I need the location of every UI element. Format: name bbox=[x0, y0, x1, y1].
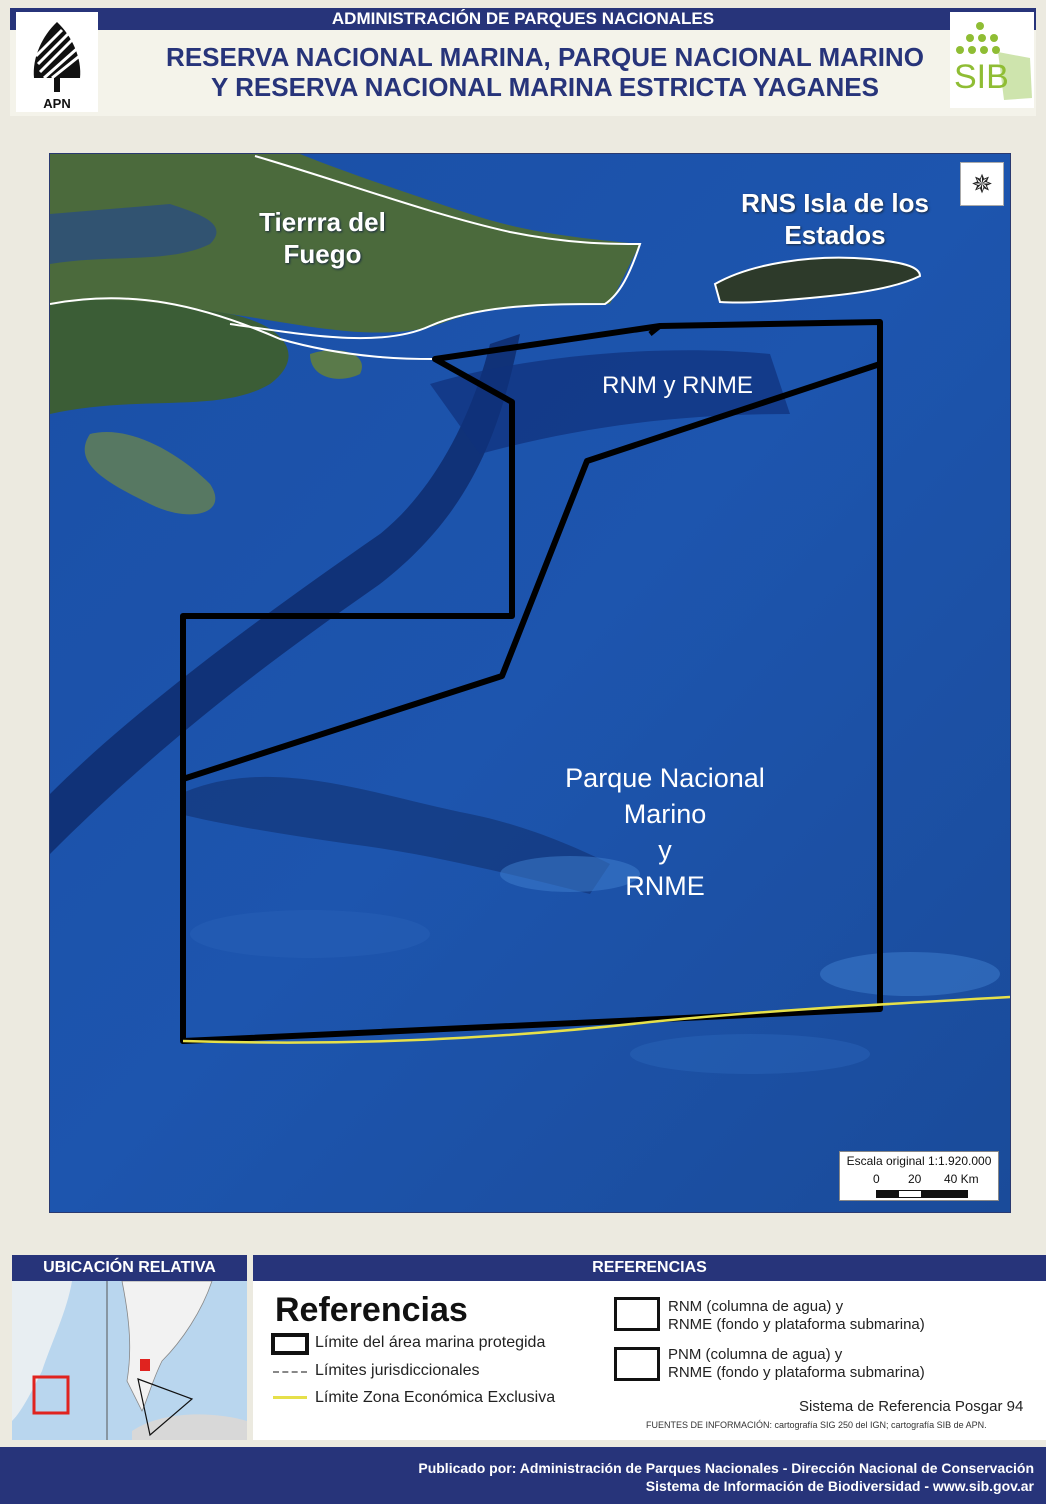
label-pnm-line3: y bbox=[658, 835, 672, 865]
label-pnm-line1: Parque Nacional bbox=[565, 763, 765, 793]
map-title-line2: Y RESERVA NACIONAL MARINA ESTRICTA YAGAN… bbox=[211, 72, 879, 102]
limit-label: Límite del área marina protegida bbox=[315, 1334, 546, 1351]
sib-logo-text: SIB bbox=[954, 58, 1009, 96]
shelf-patch bbox=[630, 1034, 870, 1074]
main-map[interactable]: Tierrra del Fuego RNS Isla de los Estado… bbox=[49, 153, 1011, 1213]
label-rnm-rnme: RNM y RNME bbox=[602, 372, 753, 399]
map-canvas bbox=[50, 154, 1010, 1212]
scale-tick-20: 20 bbox=[908, 1172, 922, 1186]
map-title-line1: RESERVA NACIONAL MARINA, PARQUE NACIONAL… bbox=[166, 42, 924, 72]
jurisdiction-symbol bbox=[273, 1371, 307, 1373]
tierra-del-fuego-land bbox=[50, 154, 640, 333]
scale-bar-box: Escala original 1:1.920.000 0 20 40 Km bbox=[839, 1151, 999, 1201]
scale-bar bbox=[876, 1190, 968, 1198]
sib-dots-icon bbox=[956, 22, 1032, 100]
boundary-notch bbox=[648, 324, 662, 336]
label-tierra-del-fuego-line1: Tierrra del bbox=[259, 207, 386, 237]
shelf-patch bbox=[820, 952, 1000, 996]
location-panel-title: UBICACIÓN RELATIVA bbox=[12, 1255, 247, 1281]
scale-tick-40: 40 Km bbox=[944, 1172, 979, 1186]
label-tierra-del-fuego: Tierrra del Fuego bbox=[200, 206, 445, 270]
references-panel-title: REFERENCIAS bbox=[253, 1255, 1046, 1281]
rnm-zone-label-line1: RNM (columna de agua) y bbox=[668, 1298, 844, 1315]
scale-title: Escala original 1:1.920.000 bbox=[846, 1154, 992, 1168]
compass-rose-icon: ✵ bbox=[960, 162, 1004, 206]
shelf-patch bbox=[190, 910, 430, 958]
pnm-zone-label-line2: RNME (fondo y plataforma submarina) bbox=[668, 1364, 925, 1381]
map-header: ADMINISTRACIÓN DE PARQUES NACIONALES APN… bbox=[10, 8, 1036, 116]
submarine-ridge bbox=[180, 776, 610, 894]
footer-publisher: Publicado por: Administración de Parques… bbox=[418, 1460, 1034, 1476]
label-rns-line2: Estados bbox=[784, 220, 886, 250]
island bbox=[310, 350, 362, 379]
eez-line bbox=[182, 995, 1010, 1044]
pnm-zone-symbol bbox=[614, 1347, 660, 1381]
scale-tick-0: 0 bbox=[873, 1172, 880, 1186]
tree-logo-icon bbox=[33, 22, 83, 92]
sib-logo: SIB bbox=[950, 12, 1034, 108]
agency-bar: ADMINISTRACIÓN DE PARQUES NACIONALES bbox=[10, 8, 1036, 30]
footer-website[interactable]: Sistema de Información de Biodiversidad … bbox=[645, 1478, 1034, 1494]
jurisdiction-coastline bbox=[229, 155, 642, 340]
channel bbox=[430, 350, 790, 454]
southern-islands bbox=[50, 299, 289, 414]
eez-symbol bbox=[273, 1396, 307, 1399]
limit-symbol bbox=[271, 1333, 309, 1355]
location-panel: UBICACIÓN RELATIVA bbox=[12, 1255, 247, 1440]
jurisdiction-label: Límites jurisdiccionales bbox=[315, 1362, 480, 1379]
isla-de-los-estados bbox=[713, 256, 922, 304]
rnm-pnm-divider bbox=[182, 361, 881, 782]
label-parque-nacional-marino: Parque Nacional Marino y RNME bbox=[520, 760, 810, 904]
apn-logo: APN bbox=[16, 12, 98, 112]
jurisdiction-coastline bbox=[50, 297, 436, 360]
shelf-patch bbox=[500, 856, 640, 892]
label-pnm-line2: Marino bbox=[623, 799, 707, 829]
label-tierra-del-fuego-line2: Fuego bbox=[283, 239, 362, 269]
label-pnm-line4: RNME bbox=[625, 871, 705, 901]
data-sources: FUENTES DE INFORMACIÓN: cartografía SIG … bbox=[646, 1420, 987, 1430]
pnm-zone-label-line1: PNM (columna de agua) y bbox=[668, 1346, 843, 1363]
references-panel: REFERENCIAS Referencias Límite del área … bbox=[253, 1255, 1046, 1440]
eez-label: Límite Zona Económica Exclusiva bbox=[315, 1389, 556, 1406]
references-title: Referencias bbox=[275, 1291, 468, 1329]
label-rns-line1: RNS Isla de los bbox=[741, 188, 929, 218]
deep-slope bbox=[50, 334, 520, 854]
reference-system: Sistema de Referencia Posgar 94 bbox=[799, 1398, 1024, 1415]
apn-logo-text: APN bbox=[43, 96, 71, 111]
rnm-zone-symbol bbox=[614, 1297, 660, 1331]
rnm-zone-label-line2: RNME (fondo y plataforma submarina) bbox=[668, 1316, 925, 1333]
location-overview-map bbox=[12, 1281, 247, 1440]
island-group bbox=[84, 432, 216, 515]
footer: Publicado por: Administración de Parques… bbox=[0, 1447, 1046, 1504]
label-rns-isla-de-los-estados: RNS Isla de los Estados bbox=[725, 187, 945, 251]
lake bbox=[50, 204, 217, 264]
